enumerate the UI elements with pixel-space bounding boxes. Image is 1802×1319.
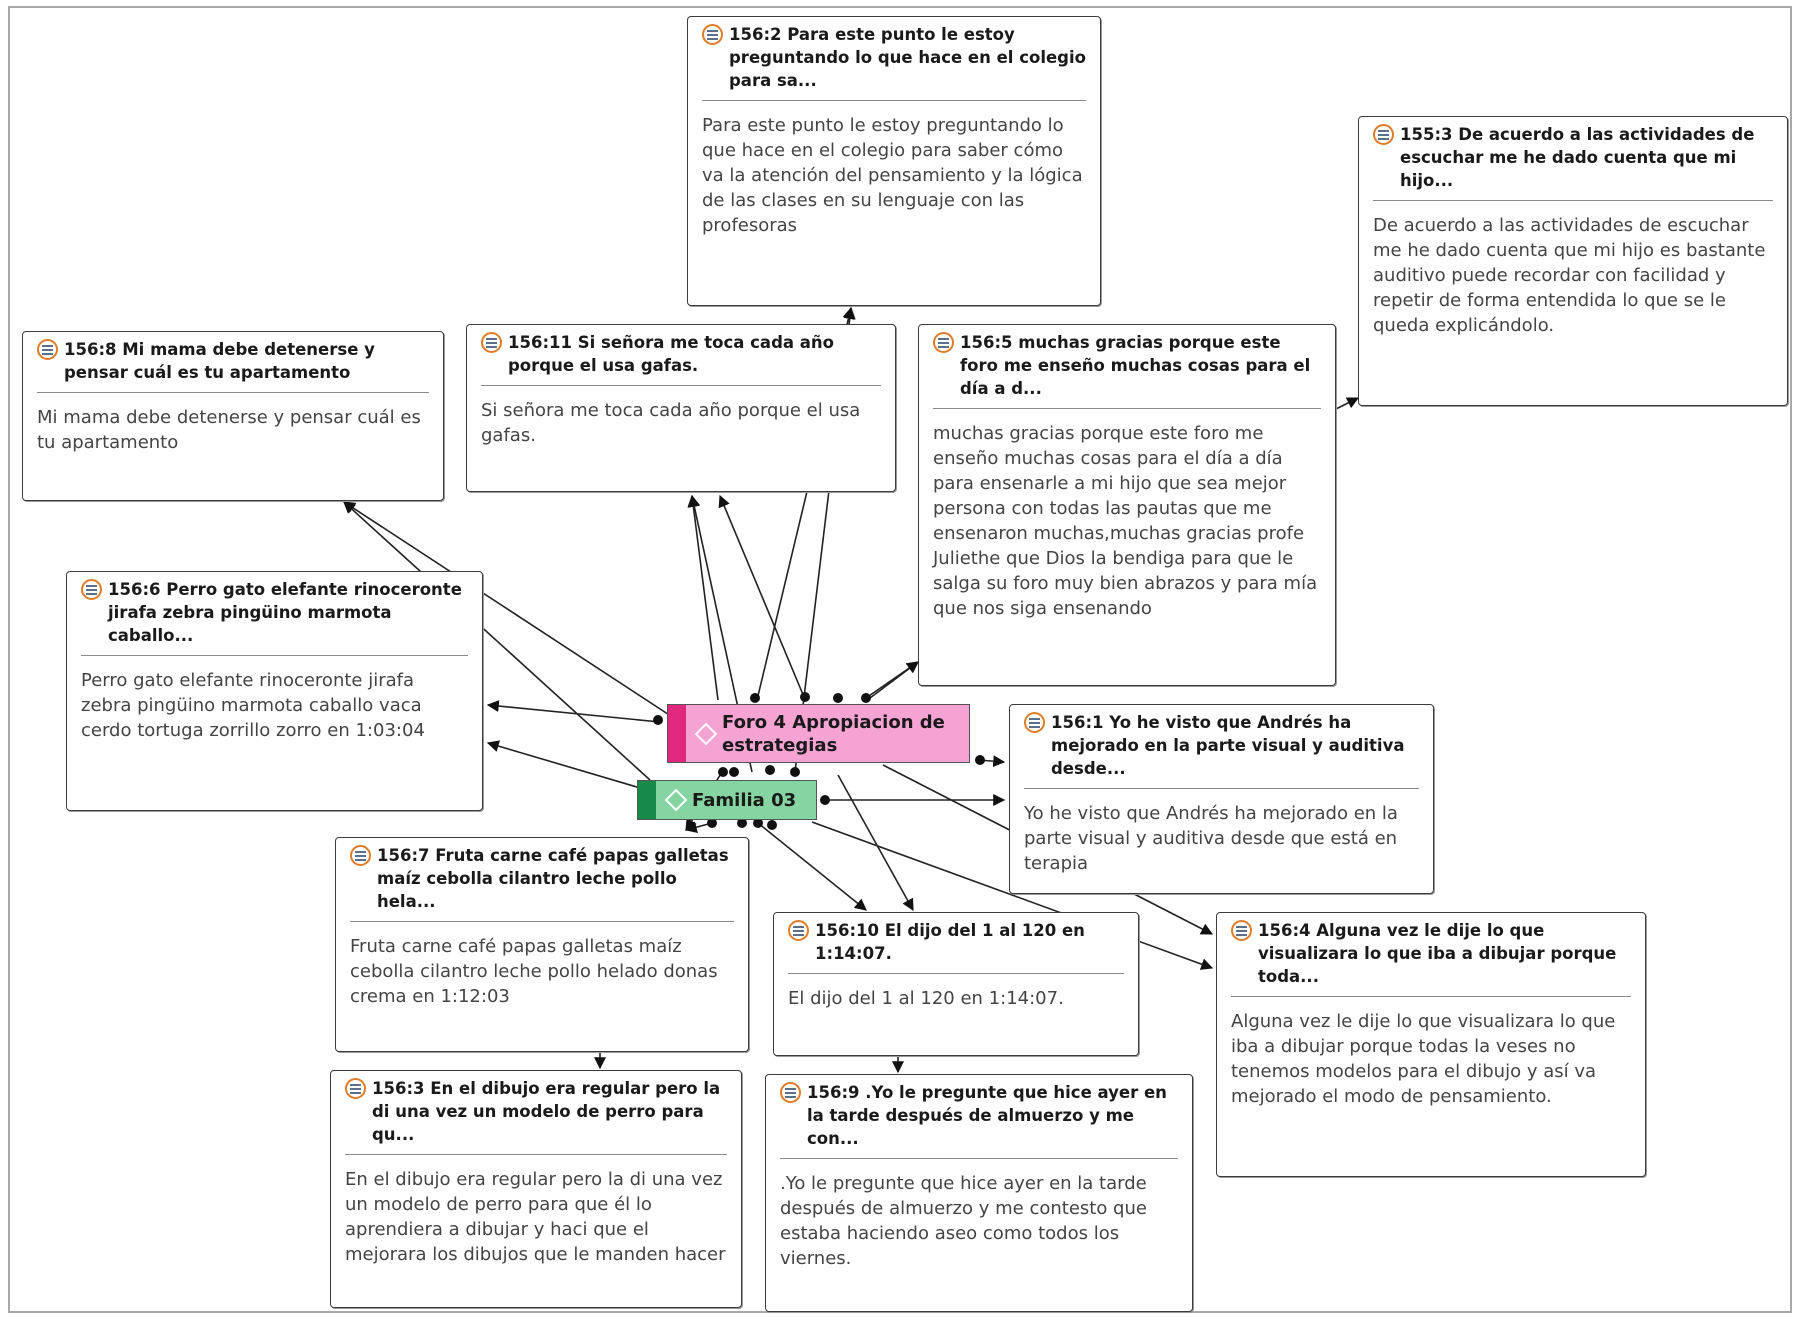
- quote-header: 156:2 Para este punto le estoy preguntan…: [702, 23, 1086, 101]
- quote-title: 155:3 De acuerdo a las actividades de es…: [1400, 125, 1755, 190]
- quotation-icon: [1231, 920, 1252, 941]
- quote-header: 156:5 muchas gracias porque este foro me…: [933, 331, 1321, 409]
- quote-header: 155:3 De acuerdo a las actividades de es…: [1373, 123, 1773, 201]
- quote-title: 156:1 Yo he visto que Andrés ha mejorado…: [1051, 713, 1405, 778]
- quote-156-3[interactable]: 156:3 En el dibujo era regular pero la d…: [330, 1070, 742, 1308]
- quote-text: Si señora me toca cada año porque el usa…: [481, 400, 861, 446]
- quote-156-4[interactable]: 156:4 Alguna vez le dije lo que visualiz…: [1216, 912, 1646, 1177]
- code-foro-4[interactable]: Foro 4 Apropiacion de estrategias: [667, 704, 970, 763]
- quote-156-9[interactable]: 156:9 .Yo le pregunte que hice ayer en l…: [765, 1074, 1193, 1312]
- quote-title: 156:7 Fruta carne café papas galletas ma…: [377, 846, 729, 911]
- quotation-icon: [780, 1082, 801, 1103]
- quote-title: 156:5 muchas gracias porque este foro me…: [960, 333, 1311, 398]
- quote-header: 156:11 Si señora me toca cada año porque…: [481, 331, 881, 386]
- link-foro-156-11-b: [718, 494, 805, 698]
- link-familia-156-8: [343, 501, 651, 781]
- quotation-icon: [481, 332, 502, 353]
- quote-header: 156:9 .Yo le pregunte que hice ayer en l…: [780, 1081, 1178, 1159]
- code-diamond-icon: [664, 788, 688, 812]
- quotation-icon: [788, 920, 809, 941]
- quote-156-8[interactable]: 156:8 Mi mama debe detenerse y pensar cu…: [22, 331, 444, 501]
- quote-text: muchas gracias porque este foro me enseñ…: [933, 423, 1318, 619]
- code-color-bar: [638, 781, 656, 819]
- quote-text: Fruta carne café papas galletas maíz ceb…: [350, 936, 718, 1007]
- quote-155-3[interactable]: 155:3 De acuerdo a las actividades de es…: [1358, 116, 1788, 406]
- link-foro-156-10-a: [837, 774, 914, 912]
- quote-156-6[interactable]: 156:6 Perro gato elefante rinoceronte ji…: [66, 571, 483, 811]
- quote-title: 156:2 Para este punto le estoy preguntan…: [729, 25, 1086, 90]
- quote-title: 156:10 El dijo del 1 al 120 en 1:14:07.: [815, 921, 1085, 963]
- quote-header: 156:8 Mi mama debe detenerse y pensar cu…: [37, 338, 429, 393]
- quote-text: Yo he visto que Andrés ha mejorado en la…: [1024, 803, 1398, 874]
- quote-text: Alguna vez le dije lo que visualizara lo…: [1231, 1011, 1616, 1107]
- quote-title: 156:4 Alguna vez le dije lo que visualiz…: [1258, 921, 1617, 986]
- link-familia-156-4: [811, 821, 1214, 970]
- quote-title: 156:11 Si señora me toca cada año porque…: [508, 333, 834, 375]
- quote-text: .Yo le pregunte que hice ayer en la tard…: [780, 1173, 1147, 1269]
- quote-text: Para este punto le estoy preguntando lo …: [702, 115, 1083, 236]
- quote-156-5[interactable]: 156:5 muchas gracias porque este foro me…: [918, 324, 1336, 686]
- quote-text: Mi mama debe detenerse y pensar cuál es …: [37, 407, 421, 453]
- quote-text: En el dibujo era regular pero la di una …: [345, 1169, 726, 1265]
- quote-header: 156:3 En el dibujo era regular pero la d…: [345, 1077, 727, 1155]
- quotation-icon: [1373, 124, 1394, 145]
- code-familia-03[interactable]: Familia 03: [637, 780, 817, 820]
- code-color-bar: [668, 705, 686, 762]
- link-familia-156-10-b: [757, 822, 867, 911]
- quotation-icon: [702, 24, 723, 45]
- quotation-icon: [1024, 712, 1045, 733]
- quote-156-7[interactable]: 156:7 Fruta carne café papas galletas ma…: [335, 837, 749, 1052]
- quote-156-1[interactable]: 156:1 Yo he visto que Andrés ha mejorado…: [1009, 704, 1434, 894]
- code-label: Foro 4 Apropiacion de estrategias: [722, 711, 945, 756]
- quotation-icon: [933, 332, 954, 353]
- quote-text: El dijo del 1 al 120 en 1:14:07.: [788, 988, 1064, 1009]
- quote-text: De acuerdo a las actividades de escuchar…: [1373, 215, 1766, 336]
- link-familia-156-6: [486, 740, 648, 791]
- quote-title: 156:6 Perro gato elefante rinoceronte ji…: [108, 580, 462, 645]
- link-foro-156-8: [342, 501, 681, 723]
- link-156-5-155-3: [1333, 397, 1360, 411]
- quote-header: 156:4 Alguna vez le dije lo que visualiz…: [1231, 919, 1631, 997]
- quote-header: 156:10 El dijo del 1 al 120 en 1:14:07.: [788, 919, 1124, 974]
- quote-156-2[interactable]: 156:2 Para este punto le estoy preguntan…: [687, 16, 1101, 306]
- quotation-icon: [350, 845, 371, 866]
- quote-header: 156:7 Fruta carne café papas galletas ma…: [350, 844, 734, 922]
- code-diamond-icon: [694, 722, 718, 745]
- quote-text: Perro gato elefante rinoceronte jirafa z…: [81, 670, 425, 741]
- canvas-frame: [8, 6, 1792, 1313]
- quote-156-11[interactable]: 156:11 Si señora me toca cada año porque…: [466, 324, 896, 492]
- quote-title: 156:8 Mi mama debe detenerse y pensar cu…: [64, 340, 375, 382]
- link-foro-156-6: [486, 700, 661, 723]
- link-foro-156-11-a: [687, 494, 719, 701]
- quote-header: 156:6 Perro gato elefante rinoceronte ji…: [81, 578, 468, 656]
- quotation-icon: [37, 339, 58, 360]
- quote-title: 156:9 .Yo le pregunte que hice ayer en l…: [807, 1083, 1167, 1148]
- link-familia-156-5: [869, 661, 919, 699]
- code-label: Familia 03: [692, 789, 797, 811]
- quote-title: 156:3 En el dibujo era regular pero la d…: [372, 1079, 721, 1144]
- quote-header: 156:1 Yo he visto que Andrés ha mejorado…: [1024, 711, 1419, 789]
- quote-156-10[interactable]: 156:10 El dijo del 1 al 120 en 1:14:07. …: [773, 912, 1139, 1056]
- quotation-icon: [345, 1078, 366, 1099]
- quotation-icon: [81, 579, 102, 600]
